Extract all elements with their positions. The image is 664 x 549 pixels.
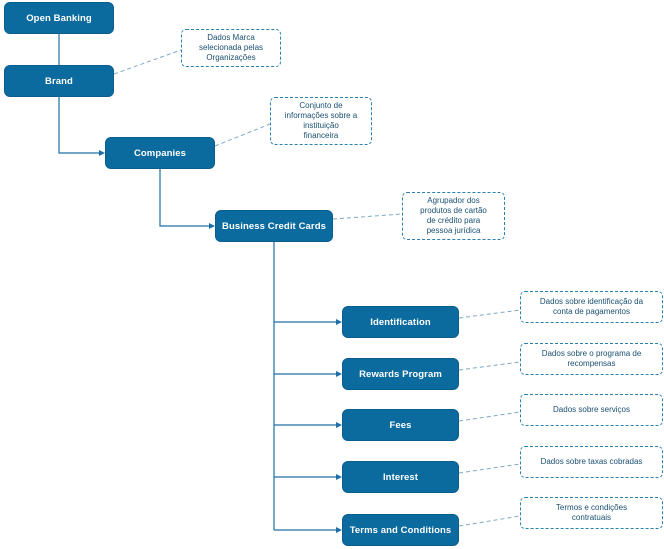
node-brand-label: Brand	[45, 75, 73, 87]
arrow-terms-and-conditions	[336, 527, 342, 533]
note-fees: Dados sobre serviços	[520, 394, 663, 426]
arrow-companies	[99, 150, 105, 156]
note-business-credit-cards: Agrupador dos produtos de cartão de créd…	[402, 192, 505, 240]
note-interest: Dados sobre taxas cobradas	[520, 446, 663, 478]
dashed-link-terms-and-conditions-note	[458, 515, 521, 527]
node-rewards-program-label: Rewards Program	[359, 368, 442, 380]
arrow-rewards-program	[336, 371, 342, 377]
arrow-interest	[336, 474, 342, 480]
node-terms-and-conditions-label: Terms and Conditions	[349, 524, 452, 536]
node-brand[interactable]: Brand	[4, 65, 114, 97]
dashed-link-companies-note	[214, 123, 271, 147]
node-rewards-program[interactable]: Rewards Program	[342, 358, 459, 390]
arrow-fees	[336, 422, 342, 428]
node-interest-label: Interest	[382, 471, 419, 483]
dashed-link-identification-note	[458, 309, 521, 319]
node-fees[interactable]: Fees	[342, 409, 459, 441]
node-business-credit-cards[interactable]: Business Credit Cards	[215, 210, 333, 242]
node-business-credit-cards-label: Business Credit Cards	[222, 220, 326, 232]
note-rewards-program: Dados sobre o programa de recompensas	[520, 343, 663, 375]
dashed-link-brand-note	[113, 49, 182, 75]
node-interest[interactable]: Interest	[342, 461, 459, 493]
note-brand: Dados Marca selecionada pelas Organizaçõ…	[181, 29, 281, 67]
note-terms-and-conditions: Termos e condições contratuais	[520, 497, 663, 529]
arrow-identification	[336, 319, 342, 325]
arrow-business-credit-cards	[209, 223, 215, 229]
dashed-link-rewards-program-note	[458, 361, 521, 371]
node-open-banking-label: Open Banking	[26, 12, 92, 24]
dashed-link-fees-note	[458, 411, 521, 422]
node-identification[interactable]: Identification	[342, 306, 459, 338]
dashed-link-interest-note	[458, 463, 521, 474]
dashed-link-business-credit-cards-note	[332, 213, 403, 220]
node-identification-label: Identification	[370, 316, 431, 328]
node-companies[interactable]: Companies	[105, 137, 215, 169]
node-open-banking[interactable]: Open Banking	[4, 2, 114, 34]
note-identification: Dados sobre identificação da conta de pa…	[520, 291, 663, 323]
connector-brand-companies	[58, 97, 103, 154]
node-terms-and-conditions[interactable]: Terms and Conditions	[342, 514, 459, 546]
node-companies-label: Companies	[133, 147, 187, 159]
connector-companies-business-credit-cards	[159, 169, 213, 227]
node-fees-label: Fees	[389, 419, 412, 431]
note-companies: Conjunto de informações sobre a institui…	[270, 97, 372, 145]
